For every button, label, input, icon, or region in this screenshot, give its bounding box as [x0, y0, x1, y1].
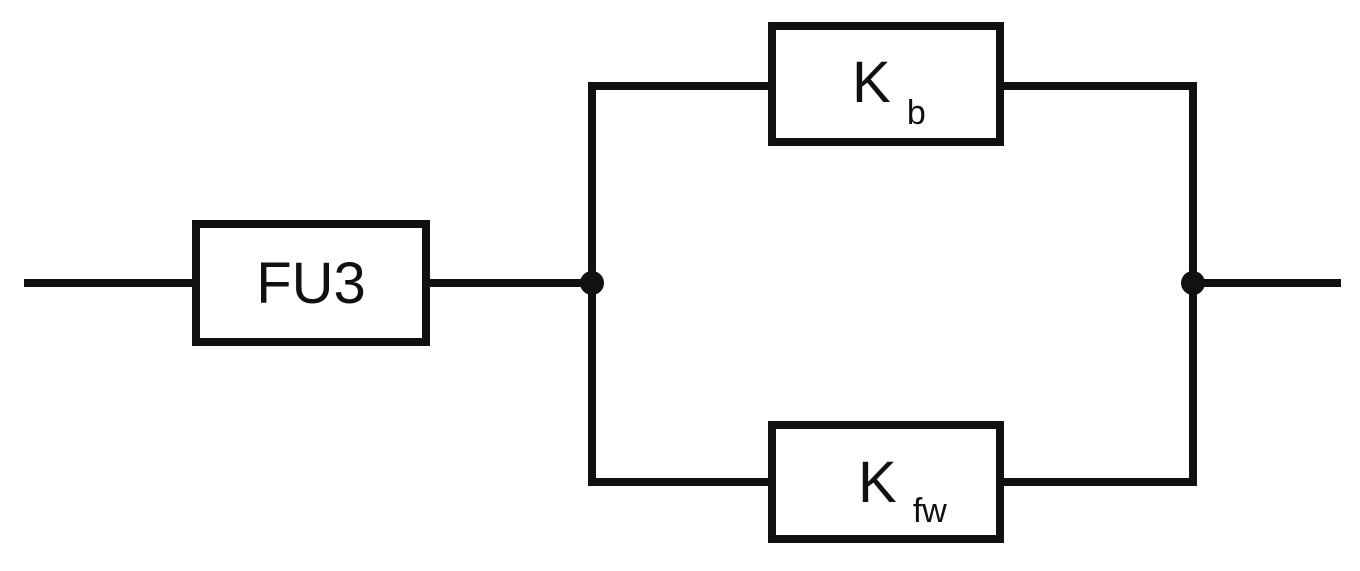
contact-kb: K b	[768, 22, 1004, 146]
contact-kb-letter: K	[852, 50, 891, 115]
contact-kb-label: K b	[852, 50, 926, 132]
right-junction-node	[1181, 271, 1205, 295]
contact-kb-subscript: b	[907, 94, 926, 132]
contact-kfw-letter: K	[858, 450, 897, 515]
fuse-box	[192, 220, 430, 346]
contact-kfw-subscript: fw	[913, 492, 947, 530]
contact-kb-box	[768, 22, 1004, 146]
contact-kfw: K fw	[768, 421, 1004, 543]
fuse-fu3: FU3	[192, 220, 430, 346]
left-junction-node	[580, 271, 604, 295]
contact-kfw-box	[768, 421, 1004, 543]
contact-kfw-label: K fw	[858, 450, 947, 530]
fuse-label: FU3	[256, 251, 366, 316]
